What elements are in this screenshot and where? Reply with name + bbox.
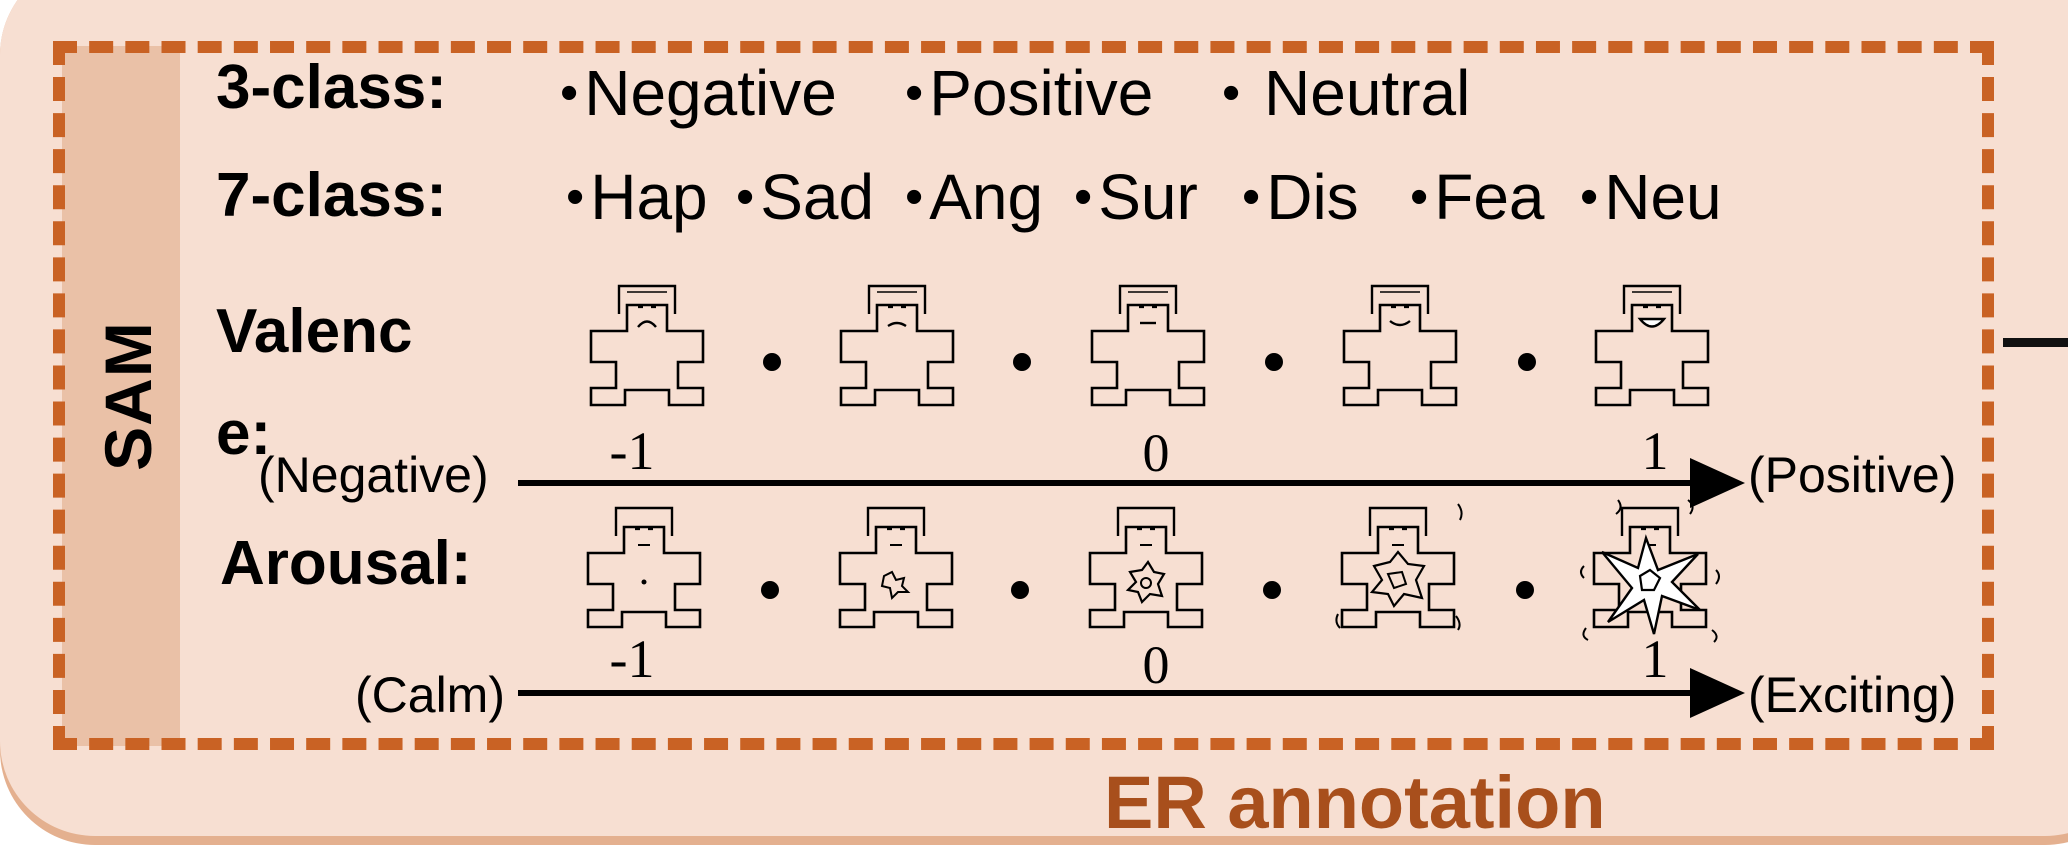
three-class-item-negative: •Negative: [560, 57, 837, 129]
dashed-border-box: [53, 41, 1994, 750]
arousal-tick-neg: -1: [609, 629, 655, 689]
arousal-label: Arousal:: [220, 529, 472, 598]
seven-class-item-sad: •Sad: [736, 161, 875, 233]
valence-tick-pos: 1: [1641, 421, 1669, 481]
seven-class-item-hap: •Hap: [566, 161, 708, 233]
valence-label: Valenc: [216, 297, 413, 366]
bullet-dot-icon: [1013, 353, 1031, 371]
seven-class-item-dis: •Dis: [1242, 161, 1359, 233]
arousal-right-end: (Exciting): [1748, 667, 1957, 723]
arousal-manikin-5: [1580, 499, 1720, 643]
arousal-tick-pos: 1: [1641, 629, 1669, 689]
arousal-tick-zero: 0: [1142, 635, 1170, 695]
arousal-manikin-4: [1335, 503, 1463, 631]
three-class-item-positive: •Positive: [905, 57, 1154, 129]
bullet-dot-icon: •: [905, 64, 924, 122]
seven-class-item-ang: •Ang: [905, 161, 1044, 233]
seven-class-item-sur: •Sur: [1074, 161, 1198, 233]
sam-strip: [62, 46, 180, 746]
seven-class-item-neu: •Neu: [1580, 161, 1722, 233]
bullet-dot-icon: [1516, 581, 1534, 599]
arousal-manikin-1: [586, 506, 702, 629]
bullet-dot-icon: [1263, 581, 1281, 599]
bullet-dot-icon: [761, 581, 779, 599]
valence-left-end: (Negative): [258, 447, 489, 503]
bullet-dot-icon: [1518, 353, 1536, 371]
bullet-dot-icon: •: [1242, 168, 1261, 226]
bullet-dot-icon: •: [1074, 168, 1093, 226]
three-class-item-neutral: • Neutral: [1222, 57, 1471, 129]
arousal-manikin-3: [1088, 506, 1204, 629]
seven-class-item-fea: •Fea: [1410, 161, 1545, 233]
valence-arrow-head: [1690, 458, 1745, 508]
bullet-dot-icon: •: [560, 64, 579, 122]
valence-manikin-5: [1594, 284, 1710, 407]
valence-manikin-4: [1342, 284, 1458, 407]
bullet-dot-icon: •: [736, 168, 755, 226]
bullet-dot-icon: •: [566, 168, 585, 226]
three-class-label: 3-class:: [216, 53, 447, 122]
valence-manikin-3: [1090, 284, 1206, 407]
arousal-manikin-2: [838, 506, 954, 629]
bullet-dot-icon: •: [1222, 64, 1241, 122]
valence-label-cont: e:: [216, 399, 272, 468]
bullet-dot-icon: [1011, 581, 1029, 599]
connector-line: [2003, 338, 2068, 347]
valence-manikin-1: [589, 284, 705, 407]
arousal-arrow-head: [1690, 668, 1745, 718]
arousal-left-end: (Calm): [355, 667, 505, 723]
bullet-dot-icon: •: [1580, 168, 1599, 226]
bullet-dot-icon: •: [1410, 168, 1429, 226]
bullet-dot-icon: •: [905, 168, 924, 226]
valence-tick-neg: -1: [609, 421, 655, 481]
valence-tick-zero: 0: [1142, 423, 1170, 483]
valence-manikin-2: [839, 284, 955, 407]
er-annotation-title: ER annotation: [1104, 761, 1606, 844]
bullet-dot-icon: [763, 353, 781, 371]
seven-class-label: 7-class:: [216, 161, 447, 230]
bullet-dot-icon: [1265, 353, 1283, 371]
valence-right-end: (Positive): [1748, 447, 1957, 503]
